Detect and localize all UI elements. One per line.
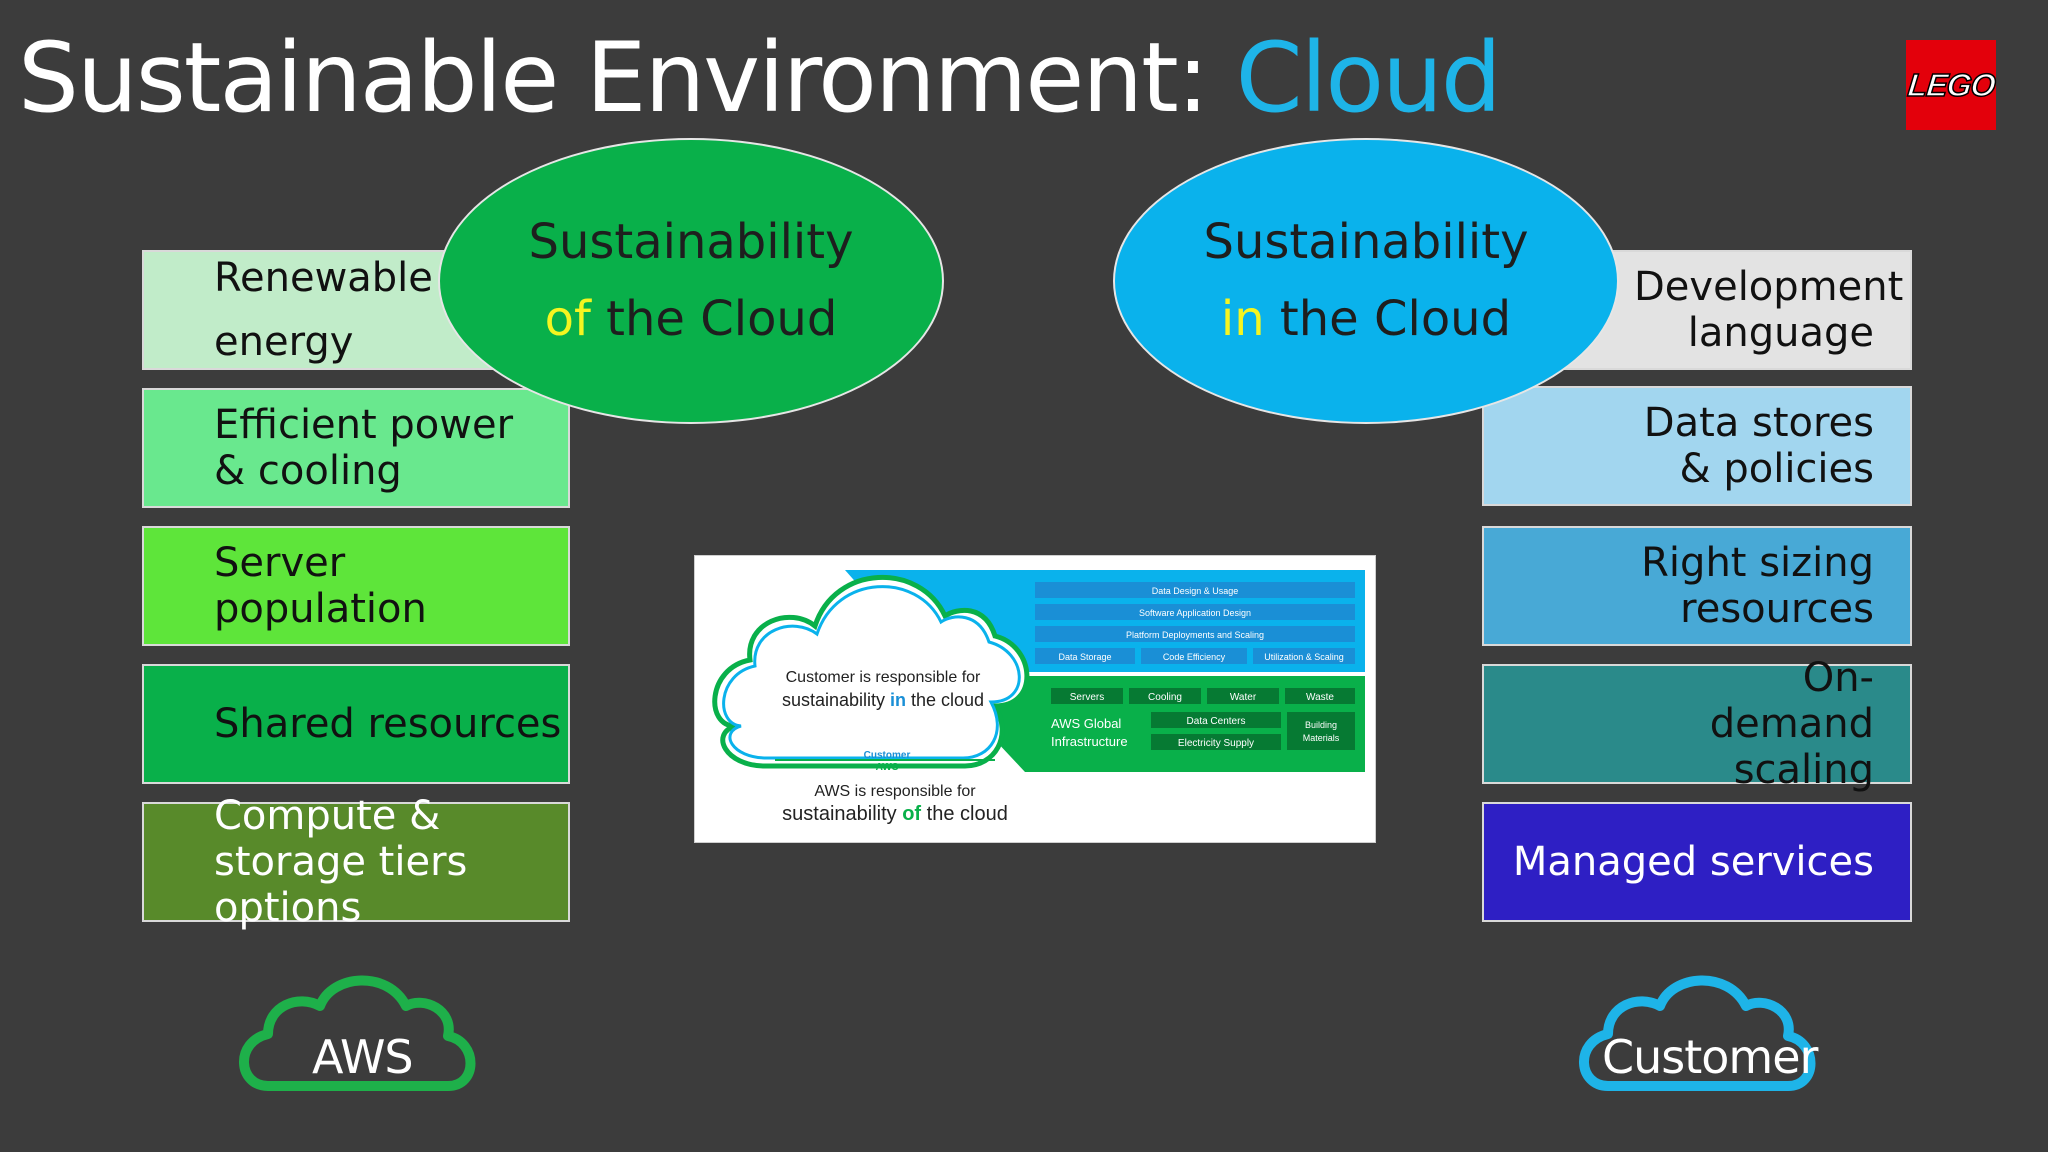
green-cell-label-1: Building bbox=[1305, 720, 1337, 730]
blue-row-label: Platform Deployments and Scaling bbox=[1126, 630, 1264, 640]
right-item-label: Right sizing resources bbox=[1641, 540, 1874, 632]
oval-sustainability-in-cloud: Sustainability in the Cloud bbox=[1113, 138, 1619, 424]
green-cell-data-centers bbox=[1151, 712, 1281, 728]
right-item-label: Managed services bbox=[1512, 839, 1874, 885]
blue-row-software bbox=[1035, 604, 1355, 620]
slide-title: Sustainable Environment: Cloud bbox=[18, 22, 1502, 134]
green-cell-water bbox=[1207, 688, 1279, 704]
right-item-label: Development language bbox=[1634, 264, 1904, 356]
left-item-shared-resources: Shared resources bbox=[142, 664, 570, 784]
oval-highlight: in bbox=[1220, 291, 1265, 347]
green-cell-label: Data Centers bbox=[1187, 716, 1246, 727]
blue-cell-code-efficiency bbox=[1141, 648, 1247, 664]
green-cell-label: Waste bbox=[1306, 692, 1334, 703]
blue-row-label: Data Design & Usage bbox=[1152, 586, 1239, 596]
aws-label: AWS bbox=[312, 1030, 414, 1084]
right-item-data-stores: Data stores & policies bbox=[1482, 386, 1912, 506]
green-cell-building-materials bbox=[1287, 712, 1355, 750]
right-item-label: On-demand scaling bbox=[1709, 655, 1874, 793]
aws-cloud-icon bbox=[239, 975, 476, 1091]
customer-label: Customer bbox=[1602, 1030, 1818, 1084]
left-item-compute-storage: Compute & storage tiers options bbox=[142, 793, 570, 931]
left-item-label: Server population bbox=[214, 540, 427, 632]
blue-row-label: Software Application Design bbox=[1139, 608, 1251, 618]
left-item-label: Efficient power & cooling bbox=[214, 402, 514, 494]
divider-aws: AWS bbox=[876, 762, 899, 773]
green-cell-waste bbox=[1285, 688, 1355, 704]
green-cell-label-2: Materials bbox=[1303, 733, 1340, 743]
right-item-label: Data stores & policies bbox=[1643, 400, 1874, 492]
customer-text-2: sustainability in the cloud bbox=[782, 690, 984, 710]
left-item-server-population: Server population bbox=[142, 526, 570, 646]
aws-text-2: sustainability of the cloud bbox=[782, 803, 1008, 825]
green-cell-label: Electricity Supply bbox=[1178, 738, 1254, 749]
blue-row-platform bbox=[1035, 626, 1355, 642]
oval-line1: Sustainability bbox=[1203, 214, 1529, 271]
blue-cell-utilization bbox=[1253, 648, 1355, 664]
customer-text-1: Customer is responsible for bbox=[786, 669, 981, 686]
oval-line2: in the Cloud bbox=[1221, 281, 1511, 358]
aws-text-1: AWS is responsible for bbox=[814, 783, 976, 800]
green-cell-servers bbox=[1051, 688, 1123, 704]
blue-row-data-design bbox=[1035, 582, 1355, 598]
oval-line2-rest: the Cloud bbox=[590, 291, 838, 347]
green-infra-label-2: Infrastructure bbox=[1051, 734, 1128, 749]
blue-cell-label: Data Storage bbox=[1058, 652, 1111, 662]
left-item-label: Shared resources bbox=[214, 701, 562, 747]
left-item-label: Compute & storage tiers options bbox=[214, 793, 468, 931]
title-main: Sustainable Environment: bbox=[18, 22, 1209, 134]
figure-svg: Data Design & Usage Software Application… bbox=[712, 570, 1365, 825]
left-item-label: Renewable energy bbox=[214, 255, 433, 365]
right-item-managed-services: Managed services bbox=[1482, 802, 1912, 922]
green-infra-label-1: AWS Global bbox=[1051, 716, 1121, 731]
left-item-efficient-power: Efficient power & cooling bbox=[142, 388, 570, 508]
green-cell-label: Servers bbox=[1070, 692, 1104, 703]
green-cell-label: Cooling bbox=[1148, 692, 1182, 703]
oval-sustainability-of-cloud: Sustainability of the Cloud bbox=[438, 138, 944, 424]
divider-customer: Customer bbox=[864, 750, 911, 761]
right-item-on-demand: On-demand scaling bbox=[1482, 655, 1912, 793]
title-accent: Cloud bbox=[1235, 22, 1502, 134]
green-cell-label: Water bbox=[1230, 692, 1257, 703]
green-cell-cooling bbox=[1129, 688, 1201, 704]
lego-logo: LEGO bbox=[1905, 40, 1997, 130]
oval-highlight: of bbox=[544, 291, 591, 347]
blue-cell-data-storage bbox=[1035, 648, 1135, 664]
oval-line1: Sustainability bbox=[528, 214, 854, 271]
oval-line2-rest: the Cloud bbox=[1264, 291, 1512, 347]
shared-responsibility-figure: Data Design & Usage Software Application… bbox=[694, 555, 1376, 843]
customer-cloud-icon bbox=[1579, 975, 1816, 1091]
figure-cloud-icon bbox=[712, 574, 1030, 769]
blue-cell-label: Code Efficiency bbox=[1163, 652, 1226, 662]
lego-logo-text: LEGO bbox=[1905, 66, 1997, 104]
figure-cloud-inner bbox=[722, 585, 1021, 760]
right-item-right-sizing: Right sizing resources bbox=[1482, 526, 1912, 646]
green-cell-electricity bbox=[1151, 734, 1281, 750]
blue-cell-label: Utilization & Scaling bbox=[1264, 652, 1344, 662]
oval-line2: of the Cloud bbox=[545, 281, 838, 358]
